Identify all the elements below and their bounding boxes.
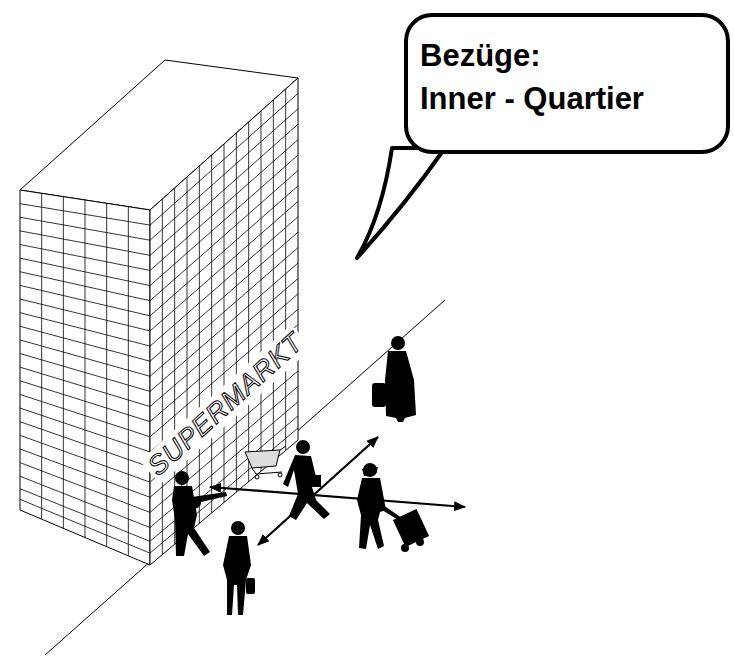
bubble-tail xyxy=(357,148,445,258)
movement-arrow xyxy=(210,487,465,507)
bubble-text: Inner - Quartier xyxy=(420,78,714,121)
facade-grid xyxy=(20,89,298,556)
bubble-text: Bezüge: xyxy=(420,35,714,78)
speech-bubble: Bezüge:Inner - Quartier xyxy=(404,13,730,154)
shopping-cart xyxy=(245,446,286,479)
people xyxy=(172,336,429,615)
supermarket-building xyxy=(20,60,298,565)
